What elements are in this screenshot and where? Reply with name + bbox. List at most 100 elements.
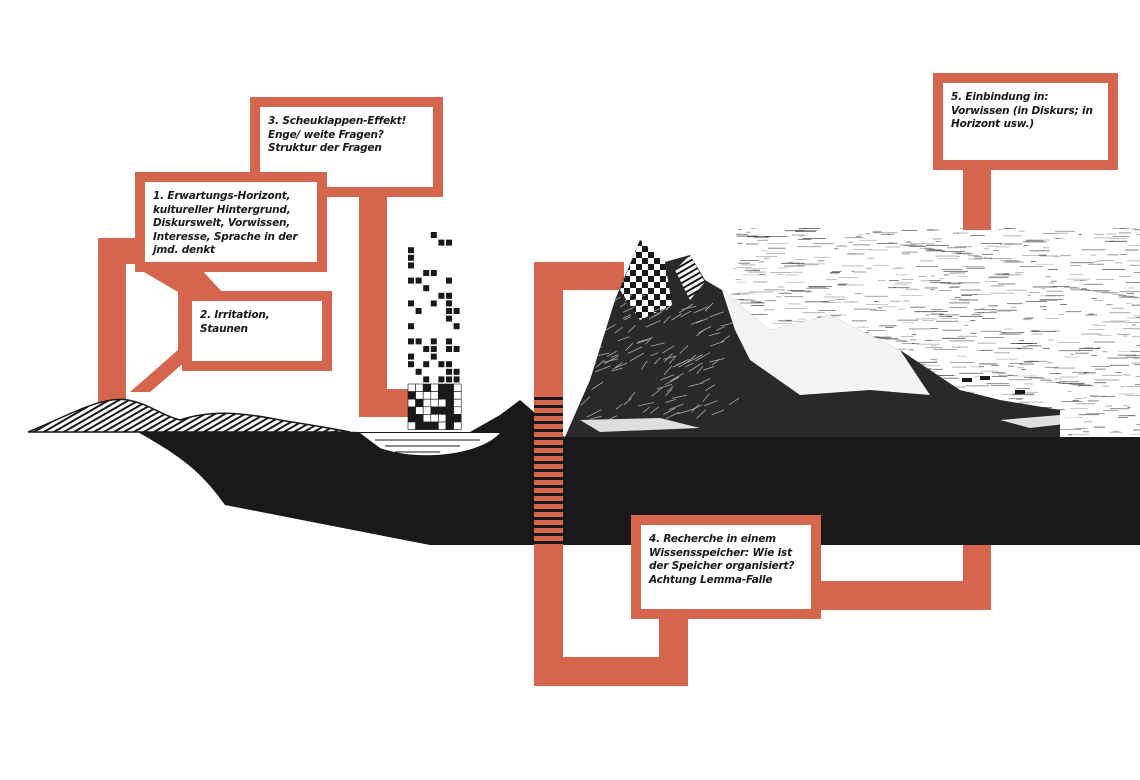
pixel-cell [422, 421, 432, 430]
mountain-engraving [580, 293, 740, 421]
engraving-stroke [651, 387, 663, 397]
engraving-stroke [624, 293, 633, 302]
step1-text: 1. Erwartungs-Horizont, kultureller Hint… [153, 190, 298, 256]
pixel-square [408, 254, 414, 261]
engraving-stroke [696, 409, 707, 419]
pixel-square [453, 346, 460, 352]
pixel-cell [415, 391, 424, 400]
pixel-square [408, 300, 414, 307]
engraving-stroke [660, 306, 669, 312]
engraving-stroke [687, 354, 703, 363]
pixel-square [408, 338, 414, 345]
engraving-stroke [665, 303, 673, 311]
pixel-cell [453, 391, 462, 400]
step2-text: 2. Irritation, Staunen [200, 309, 270, 335]
engraving-stroke [589, 299, 600, 308]
pixel-square [446, 315, 452, 322]
engraving-stroke [614, 327, 623, 334]
engraving-stroke [704, 302, 714, 312]
pixel-cell [438, 391, 447, 400]
pixel-square [415, 308, 422, 314]
box-step2: 2. Irritation, Staunen [182, 291, 332, 371]
engraving-stroke [616, 403, 623, 410]
engraving-stroke [619, 302, 627, 308]
engraving-stroke [650, 406, 659, 414]
pixel-cell [415, 414, 424, 423]
engraving-stroke [720, 335, 731, 344]
pixel-cell [407, 414, 416, 423]
pixel-column [407, 232, 462, 430]
engraving-stroke [654, 307, 663, 312]
engraving-stroke [669, 372, 684, 382]
pixel-square [423, 346, 430, 352]
pixel-cell [438, 383, 447, 392]
engraving-stroke [698, 325, 712, 334]
engraving-stroke [690, 319, 703, 325]
engraving-stroke [679, 303, 693, 314]
engraving-stroke [598, 315, 609, 323]
striped-crossing [534, 395, 563, 545]
pixel-square [438, 239, 445, 246]
engraving-stroke [582, 340, 591, 349]
engraving-stroke [708, 311, 725, 318]
pixel-square [408, 262, 414, 269]
pixel-cell [438, 414, 447, 423]
engraving-stroke [606, 350, 617, 358]
engraving-stroke [637, 302, 645, 310]
engraving-stroke [693, 306, 709, 314]
engraving-stroke [665, 398, 676, 404]
engraving-stroke [623, 316, 631, 321]
pixel-square [408, 353, 414, 360]
engraving-stroke [665, 411, 680, 420]
engraving-stroke [720, 322, 736, 327]
pixel-square [415, 277, 422, 284]
engraving-stroke [662, 345, 675, 354]
pixel-square [408, 277, 414, 284]
engraving-stroke [611, 367, 623, 372]
pixel-square [423, 270, 430, 276]
engraving-stroke [580, 396, 591, 406]
pixel-square [408, 323, 414, 330]
connector-step3 [359, 192, 409, 417]
engraving-stroke [691, 403, 700, 413]
engraving-stroke [681, 305, 697, 311]
engraving-stroke [591, 381, 604, 391]
engraving-stroke [629, 352, 644, 362]
engraving-stroke [728, 397, 740, 406]
box-step4: 4. Recherche in einem Wissensspeicher: W… [631, 515, 821, 619]
engraving-stroke [668, 403, 684, 411]
engraving-stroke [645, 320, 661, 328]
engraving-stroke [680, 310, 692, 318]
engraving-stroke [679, 345, 689, 354]
box-step1: 1. Erwartungs-Horizont, kultureller Hint… [135, 172, 327, 272]
pixel-cell [430, 421, 439, 430]
mountain-range [565, 240, 1100, 437]
engraving-stroke [665, 388, 673, 397]
step4-text: 4. Recherche in einem Wissensspeicher: W… [649, 533, 795, 586]
engraving-stroke [593, 352, 610, 357]
engraving-stroke [677, 408, 694, 415]
engraving-stroke [586, 409, 602, 418]
pixel-cell [430, 398, 439, 408]
pixel-cell [445, 421, 454, 430]
pixel-square [446, 300, 452, 307]
engraving-stroke [670, 375, 680, 382]
pixel-cell [415, 406, 424, 415]
engraving-stroke [612, 362, 628, 370]
engraving-stroke [622, 314, 631, 319]
pixel-cell [438, 406, 447, 415]
engraving-stroke [615, 362, 623, 368]
engraving-stroke [708, 358, 725, 363]
engraving-stroke [650, 352, 659, 357]
engraving-stroke [586, 363, 597, 369]
pixel-cell [445, 391, 454, 400]
engraving-stroke [640, 360, 648, 370]
engraving-stroke [715, 326, 726, 331]
engraving-stroke [650, 342, 665, 347]
pixel-cell [438, 421, 447, 430]
pixel-square [408, 247, 414, 254]
engraving-stroke [589, 415, 602, 420]
pixel-square [423, 376, 430, 383]
pixel-square [446, 376, 452, 383]
